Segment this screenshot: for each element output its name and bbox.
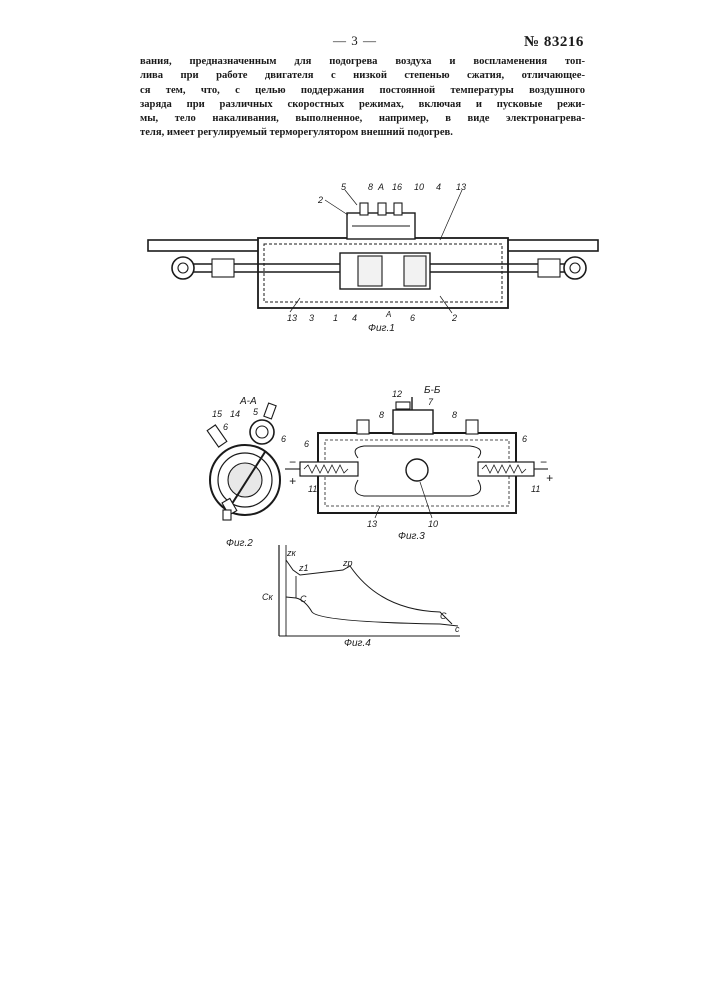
- fig4-label: C: [440, 611, 447, 621]
- fig3-label: 11: [308, 484, 317, 494]
- fig1-label: 5: [341, 182, 347, 192]
- fig1-label: 6: [410, 313, 415, 323]
- fig3-label: 6: [304, 439, 309, 449]
- fig2-label: 6: [281, 434, 286, 444]
- fig3-label: −: [540, 455, 547, 469]
- fig3-label: 11: [531, 484, 540, 494]
- heater-element: [358, 256, 382, 286]
- fig1-label: 3: [309, 313, 314, 323]
- fig1-label: 8: [368, 182, 373, 192]
- fig3-label: −: [289, 455, 296, 469]
- fig3-label: 7: [428, 397, 434, 407]
- fig4-label: zк: [286, 548, 297, 558]
- heater-tube-bore: [256, 426, 268, 438]
- fig4-label: C: [300, 594, 307, 604]
- fig3-label: 6: [522, 434, 527, 444]
- figure-2: А-А 15 14 5 6 6 Фиг.2: [207, 396, 286, 549]
- fig2-label: 15: [212, 409, 223, 419]
- coil-left: [300, 462, 358, 476]
- fig4-label: c: [455, 624, 460, 634]
- fig3-label: 12: [392, 389, 402, 399]
- fig1-label: 16: [392, 182, 402, 192]
- bolt-head: [223, 510, 231, 520]
- fig3-label: 13: [367, 519, 377, 529]
- rod-section: [228, 463, 262, 497]
- central-port: [406, 459, 428, 481]
- leader: [325, 200, 348, 215]
- eye-right-hole: [570, 263, 580, 273]
- eye-left-hole: [178, 263, 188, 273]
- fig3-caption: Фиг.3: [398, 531, 425, 542]
- fitting-right: [538, 259, 560, 277]
- fig3-label: +: [546, 471, 553, 485]
- figure-1: 5 8 А 16 10 4 13 2 13 3 1 4 А 6 2 Фиг.1: [148, 182, 598, 334]
- fig3-section: Б-Б: [424, 385, 441, 396]
- fig1-label: 2: [317, 195, 323, 205]
- fig4-label: Cк: [262, 592, 273, 602]
- leader: [345, 190, 357, 205]
- fig1-label: 10: [414, 182, 424, 192]
- fig1-label: 13: [287, 313, 297, 323]
- fig1-label: 4: [436, 182, 441, 192]
- fig2-label: 5: [253, 407, 259, 417]
- fig1-label: 1: [333, 313, 338, 323]
- fig2-section: А-А: [239, 396, 257, 407]
- fig4-label: z1: [298, 563, 309, 573]
- fig1-label: 13: [456, 182, 466, 192]
- fig1-label: А: [385, 310, 391, 319]
- figure-4: zк z1 zр Cк C C c Фиг.4: [262, 545, 460, 649]
- thermostat-block: [393, 410, 433, 434]
- figure-3: Б-Б 12 7 8 8 6 6 − + − + 11 11 13 10 Фиг…: [285, 385, 553, 542]
- fig3-label: +: [289, 474, 296, 488]
- fig2-caption: Фиг.2: [226, 538, 253, 549]
- heater-element: [404, 256, 426, 286]
- fitting: [357, 420, 369, 434]
- fig3-label: 8: [379, 410, 384, 420]
- fig3-label: 8: [452, 410, 457, 420]
- fig1-caption: Фиг.1: [368, 323, 395, 334]
- cycle-curve-upper: [286, 560, 452, 624]
- bolt: [378, 203, 386, 215]
- thermostat-knob: [396, 402, 410, 409]
- fitting-left: [212, 259, 234, 277]
- fig4-label: zр: [342, 558, 353, 568]
- connector: [264, 403, 276, 419]
- leader: [440, 190, 462, 240]
- fig2-label: 6: [223, 422, 228, 432]
- fig1-label: А: [377, 182, 384, 192]
- fig1-label: 2: [451, 313, 457, 323]
- fitting: [466, 420, 478, 434]
- fig4-caption: Фиг.4: [344, 638, 371, 649]
- fig3-label: 10: [428, 519, 438, 529]
- fig1-label: 4: [352, 313, 357, 323]
- bolt: [360, 203, 368, 215]
- bolt: [394, 203, 402, 215]
- fig2-label: 14: [230, 409, 240, 419]
